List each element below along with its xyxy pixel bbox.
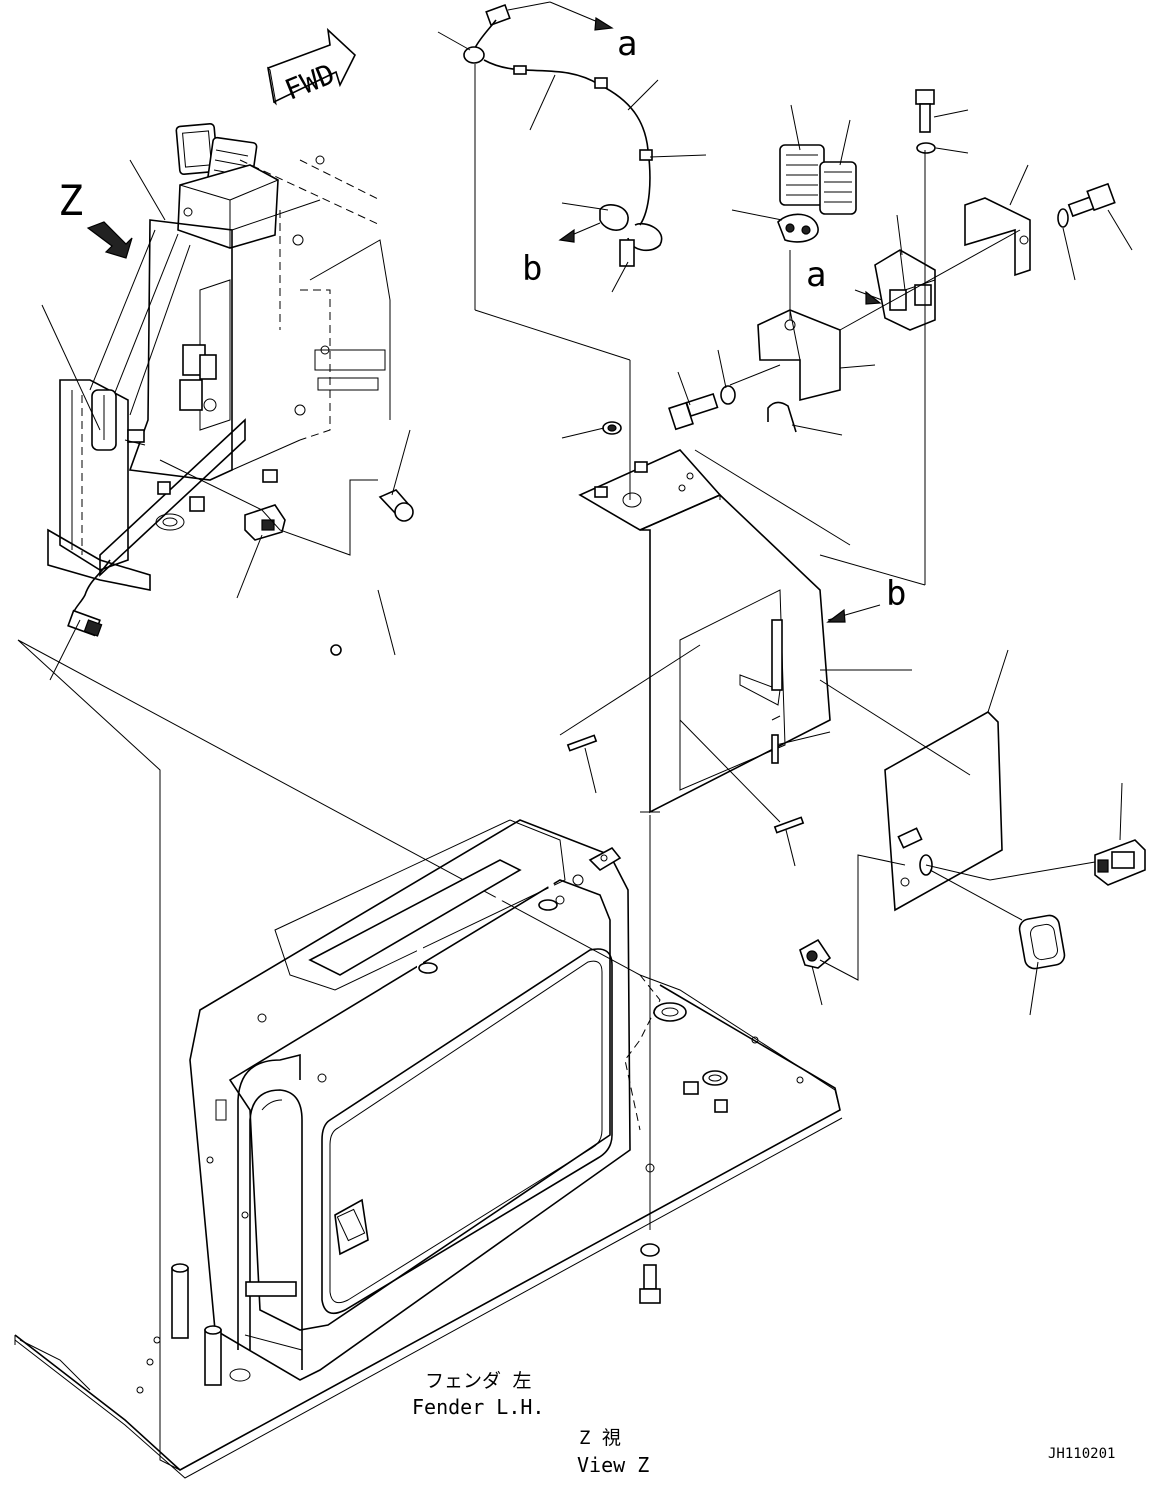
connection-label-b-left: b xyxy=(522,249,542,289)
harness-leader-lines xyxy=(437,1,707,500)
fwd-arrow: FWD xyxy=(267,27,356,107)
connection-label-a-right: a xyxy=(806,255,826,295)
wiring-harness-assembly xyxy=(463,3,663,267)
captions: フェンダ 左 Fender L.H. Z 視 View Z JH110201 xyxy=(412,1370,1115,1477)
connection-label-b-right: b xyxy=(886,574,906,614)
view-caption-english: View Z xyxy=(577,1453,649,1477)
pins xyxy=(566,734,805,834)
view-z-arrow-icon xyxy=(86,221,133,259)
caption-english: Fender L.H. xyxy=(412,1395,544,1419)
bracket-leader-lines xyxy=(561,427,971,867)
left-light-stand-assembly xyxy=(47,122,391,637)
right-lamp-assembly xyxy=(668,89,1116,433)
fender-bracket xyxy=(559,421,831,1230)
right-leader-lines xyxy=(677,104,1133,586)
connection-label-a-top: a xyxy=(617,24,637,64)
left-small-parts xyxy=(244,489,432,656)
view-caption-japanese: Z 視 xyxy=(579,1427,621,1449)
view-z-letter: Z xyxy=(58,176,83,225)
cover-plate xyxy=(799,649,1146,1016)
caption-japanese: フェンダ 左 xyxy=(425,1370,531,1392)
view-z-marker: Z xyxy=(58,176,133,259)
fender-body xyxy=(14,639,843,1479)
fwd-label: FWD xyxy=(280,57,339,107)
connection-labels: a b a b xyxy=(522,24,906,614)
drawing-code: JH110201 xyxy=(1048,1446,1115,1462)
left-leader-lines xyxy=(41,159,411,681)
